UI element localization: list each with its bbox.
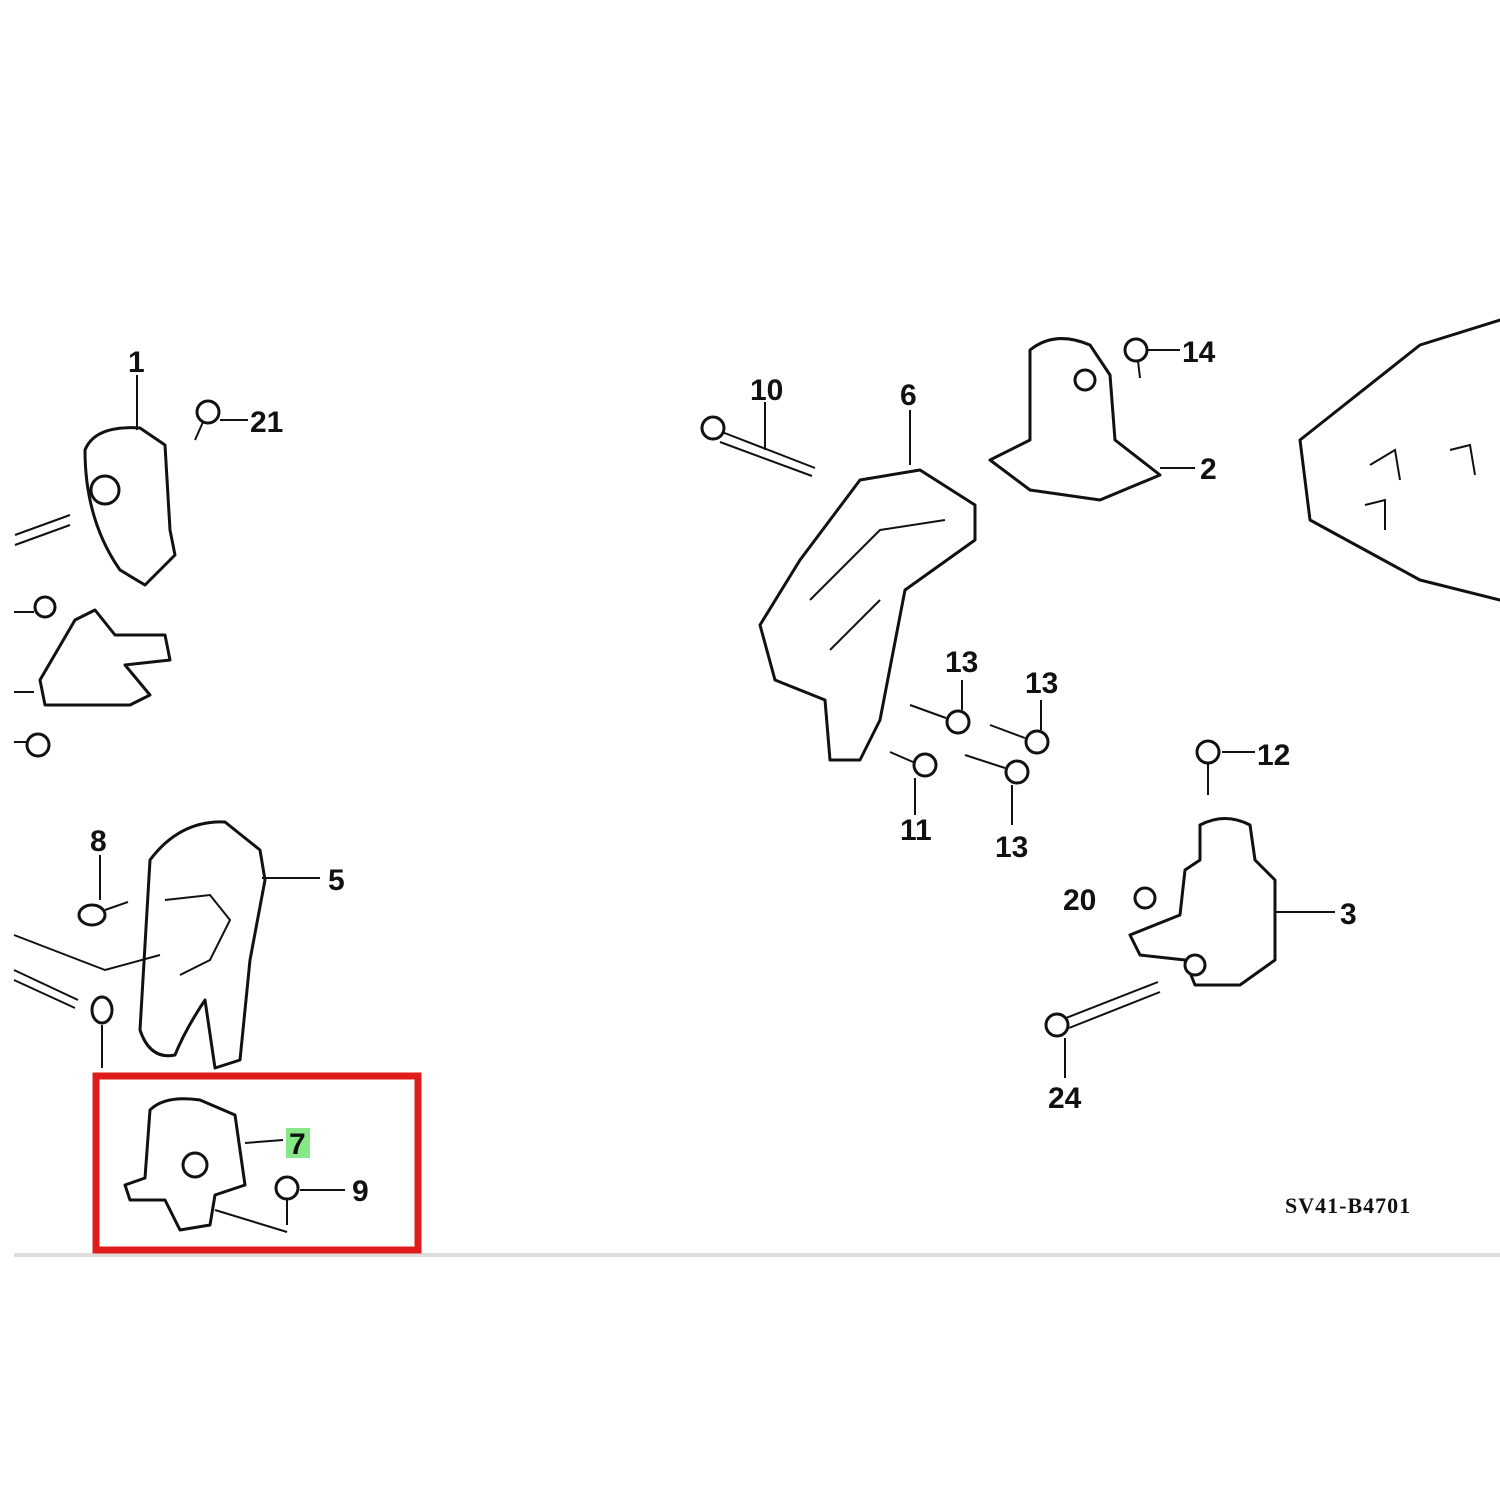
part-8-bolt[interactable] bbox=[77, 901, 129, 927]
part-5-bracket[interactable] bbox=[138, 820, 267, 1070]
highlight-box bbox=[92, 1072, 422, 1254]
part-3-mount[interactable] bbox=[1128, 817, 1277, 987]
callout-7: 7 bbox=[289, 1128, 306, 1161]
callout-1: 1 bbox=[128, 346, 145, 379]
part-6-bracket[interactable] bbox=[758, 468, 977, 762]
part-11-bolt[interactable] bbox=[889, 751, 938, 778]
callout-11: 11 bbox=[900, 814, 932, 847]
callout-2: 2 bbox=[1200, 453, 1217, 486]
part-bracket-left[interactable] bbox=[25, 595, 172, 758]
callout-21: 21 bbox=[250, 406, 283, 439]
diagram-code: SV41-B4701 bbox=[1285, 1193, 1411, 1218]
callout-10: 10 bbox=[750, 374, 783, 407]
callout-13: 13 bbox=[1025, 667, 1058, 700]
part-14-bolt[interactable] bbox=[1123, 337, 1149, 379]
washer[interactable] bbox=[90, 995, 114, 1025]
part-1-mount[interactable] bbox=[14, 426, 177, 587]
part-7-mount[interactable] bbox=[123, 1097, 247, 1232]
callout-24: 24 bbox=[1048, 1082, 1082, 1115]
part-10-bolt[interactable] bbox=[700, 415, 816, 477]
callout-13: 13 bbox=[945, 646, 978, 679]
callout-8: 8 bbox=[90, 825, 107, 858]
callout-9: 9 bbox=[352, 1175, 369, 1208]
part-2-mount[interactable] bbox=[988, 337, 1162, 502]
part-13-bolt[interactable] bbox=[909, 704, 971, 735]
callout-13: 13 bbox=[995, 831, 1028, 864]
part-12-bolt[interactable] bbox=[1195, 739, 1221, 795]
callout-14: 14 bbox=[1182, 336, 1216, 369]
callout-12: 12 bbox=[1257, 739, 1290, 772]
part-24-bolt[interactable] bbox=[1044, 981, 1161, 1038]
callout-6: 6 bbox=[900, 379, 917, 412]
callout-5: 5 bbox=[328, 864, 345, 897]
part-13-bolt[interactable] bbox=[989, 724, 1050, 755]
part-9-bolt[interactable] bbox=[214, 1175, 300, 1233]
callout-3: 3 bbox=[1340, 898, 1357, 931]
engine-block-partial bbox=[1298, 318, 1500, 602]
label-7-highlight bbox=[286, 1128, 310, 1158]
part-13-bolt[interactable] bbox=[964, 754, 1030, 785]
callout-20: 20 bbox=[1063, 884, 1096, 917]
part-21-bolt[interactable] bbox=[194, 399, 221, 441]
part-20-nut[interactable] bbox=[1133, 886, 1157, 910]
